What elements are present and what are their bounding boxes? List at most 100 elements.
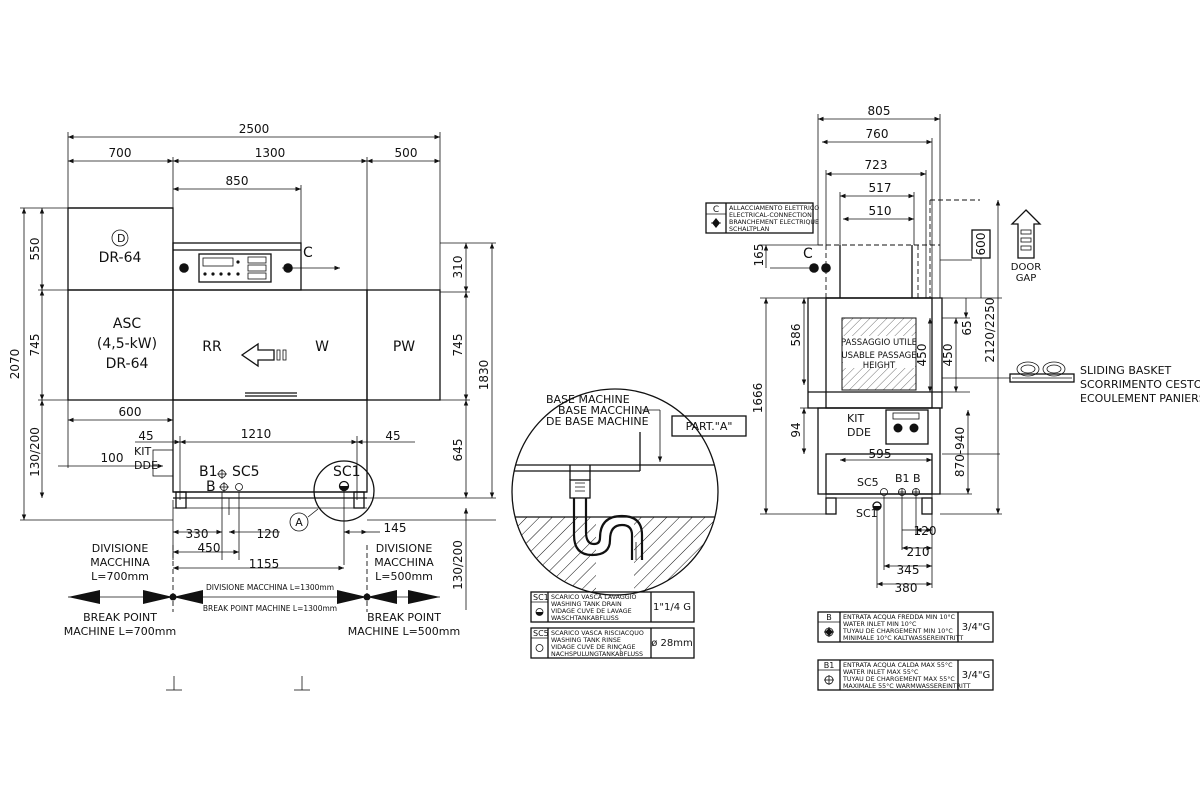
side-conn-b1: B1 bbox=[895, 472, 910, 485]
legend-sc1-size: 1"1/4 G bbox=[653, 602, 691, 613]
base-1: BASE MACHINE bbox=[546, 393, 630, 406]
side-dim-510: 510 bbox=[869, 204, 892, 218]
legend-sc5-line-3: VIDAGE CUVE DE RINÇAGE bbox=[551, 644, 635, 651]
direction-arrow-icon bbox=[240, 342, 275, 368]
side-dim-450-b: 450 bbox=[941, 344, 955, 367]
legend-sc5-line-4: NACHSPULUNGTANKABFLUSS bbox=[551, 651, 643, 658]
side-dim-94: 94 bbox=[789, 422, 803, 437]
legend-c-line-2: ELECTRICAL-CONNECTION bbox=[729, 212, 812, 219]
dim-500: 500 bbox=[395, 146, 418, 160]
front-kit-1: KIT bbox=[134, 445, 151, 458]
dim-130-200-left: 130/200 bbox=[28, 427, 42, 477]
dim-145: 145 bbox=[384, 521, 407, 535]
side-dim-2120: 2120/2250 bbox=[983, 297, 997, 362]
side-dim-600: 600 bbox=[974, 233, 988, 256]
legend-sc5: SC5 SCARICO VASCA RISCIACQUO WASHING TAN… bbox=[530, 627, 695, 659]
label-asc-1: ASC bbox=[113, 316, 141, 332]
label-w: W bbox=[315, 339, 329, 355]
front-conn-b: B bbox=[206, 479, 216, 495]
front-conn-a: A bbox=[295, 516, 303, 529]
sliding-1: SLIDING BASKET bbox=[1080, 364, 1172, 377]
div-right-2: MACCHINA bbox=[374, 556, 434, 569]
legend-sc5-line-1: SCARICO VASCA RISCIACQUO bbox=[551, 630, 644, 637]
dim-1830: 1830 bbox=[477, 360, 491, 391]
side-dim-450-a: 450 bbox=[915, 344, 929, 367]
legend-b1-line-4: MAXIMALE 55°C WARMWASSEREINTRITT bbox=[843, 682, 971, 690]
front-conn-b1: B1 bbox=[199, 464, 218, 480]
detail-a-outline bbox=[511, 388, 719, 596]
front-conn-c: C bbox=[303, 245, 313, 261]
part-a-label: PART."A" bbox=[686, 420, 733, 433]
label-rr: RR bbox=[202, 339, 222, 355]
side-dim-586: 586 bbox=[789, 324, 803, 347]
legend-b-line-1: ENTRATA ACQUA FREDDA MIN 10°C bbox=[843, 613, 956, 621]
dim-550: 550 bbox=[28, 238, 42, 261]
legend-sc5-code: SC5 bbox=[533, 629, 549, 638]
legend-b1: B1 ENTRATA ACQUA CALDA MAX 55°C WATER IN… bbox=[817, 659, 994, 691]
passage-3: HEIGHT bbox=[863, 361, 896, 371]
passage-2: USABLE PASSAGE bbox=[841, 351, 916, 361]
div-left-1: DIVISIONE bbox=[92, 542, 149, 555]
door-2: GAP bbox=[1016, 273, 1037, 284]
dim-850: 850 bbox=[226, 174, 249, 188]
legend-sc1-line-4: WASCHTANKABFLUSS bbox=[551, 615, 619, 622]
legend-b-line-2: WATER INLET MIN 10°C bbox=[843, 620, 917, 628]
legend-sc1-line-3: VIDAGE CUVE DE LAVAGE bbox=[551, 608, 632, 615]
dim-745-left: 745 bbox=[28, 334, 42, 357]
side-kit-2: DDE bbox=[847, 426, 871, 439]
dim-1210: 1210 bbox=[241, 427, 272, 441]
door-gap-arrow-icon bbox=[1010, 209, 1042, 259]
dr64-circle-icon bbox=[111, 229, 129, 247]
dim-1155: 1155 bbox=[249, 557, 280, 571]
side-dim-120: 120 bbox=[914, 524, 937, 538]
div-left-3: L=700mm bbox=[91, 570, 149, 583]
side-conn-b: B bbox=[913, 472, 921, 485]
door-1: DOOR bbox=[1011, 262, 1041, 273]
side-conn-sc5: SC5 bbox=[857, 476, 879, 489]
module-dr64-upper bbox=[67, 207, 174, 291]
label-dr64-top: DR-64 bbox=[99, 250, 142, 266]
legend-c-line-4: SCHALTPLAN bbox=[729, 226, 770, 233]
legend-b-line-4: MINIMALE 10°C KALTWASSEREINTRITT bbox=[843, 634, 963, 642]
legend-c-line-3: BRANCHEMENT ELECTRIQUE bbox=[729, 219, 819, 226]
legend-b1-size: 3/4"G bbox=[962, 670, 990, 681]
legend-b-size: 3/4"G bbox=[962, 622, 990, 633]
side-dim-805: 805 bbox=[868, 104, 891, 118]
dim-450-front: 450 bbox=[198, 541, 221, 555]
dim-700: 700 bbox=[109, 146, 132, 160]
dim-600-front: 600 bbox=[119, 405, 142, 419]
break-arrow-left-icon bbox=[68, 590, 100, 604]
legend-c: C ALLACCIAMENTO ELETTRICO ELECTRICAL-CON… bbox=[705, 202, 819, 234]
legend-b1-line-1: ENTRATA ACQUA CALDA MAX 55°C bbox=[843, 661, 953, 669]
base-3: DE BASE MACHINE bbox=[546, 415, 649, 428]
detail-a-marker bbox=[289, 512, 309, 532]
side-dim-595: 595 bbox=[869, 447, 892, 461]
legend-c-line-1: ALLACCIAMENTO ELETTRICO bbox=[729, 205, 819, 212]
base-2: BASE MACCHINA bbox=[558, 404, 650, 417]
legend-b1-line-3: TUYAU DE CHARGEMENT MAX 55°C bbox=[842, 675, 955, 683]
legend-sc1-line-2: WASHING TANK DRAIN bbox=[551, 601, 622, 608]
side-dim-380: 380 bbox=[895, 581, 918, 595]
front-conn-sc1: SC1 bbox=[333, 464, 361, 480]
side-conn-c: C bbox=[803, 246, 813, 262]
legend-b1-line-2: WATER INLET MAX 55°C bbox=[843, 668, 919, 676]
side-dim-517: 517 bbox=[869, 181, 892, 195]
label-asc-3: DR-64 bbox=[106, 356, 149, 372]
passage-1: PASSAGGIO UTILE bbox=[841, 338, 917, 348]
detail-a-view: BASE MACHINE BASE MACCHINA DE BASE MACHI… bbox=[511, 388, 747, 596]
side-dim-1666: 1666 bbox=[751, 383, 765, 414]
dim-330: 330 bbox=[186, 527, 209, 541]
side-dim-210: 210 bbox=[907, 545, 930, 559]
div-left-2: MACCHINA bbox=[90, 556, 150, 569]
div-right-3: L=500mm bbox=[375, 570, 433, 583]
dim-745-right: 745 bbox=[451, 334, 465, 357]
bp-center: BREAK POINT MACHINE L=1300mm bbox=[203, 604, 337, 613]
bp-right-1: BREAK POINT bbox=[367, 611, 441, 624]
side-kit-1: KIT bbox=[847, 412, 864, 425]
kit-dde-box bbox=[152, 449, 174, 477]
legend-c-code: C bbox=[713, 205, 719, 215]
legend-sc5-size: ø 28mm bbox=[651, 638, 693, 649]
side-control-box bbox=[885, 409, 929, 445]
front-kit-2: DDE bbox=[134, 459, 158, 472]
